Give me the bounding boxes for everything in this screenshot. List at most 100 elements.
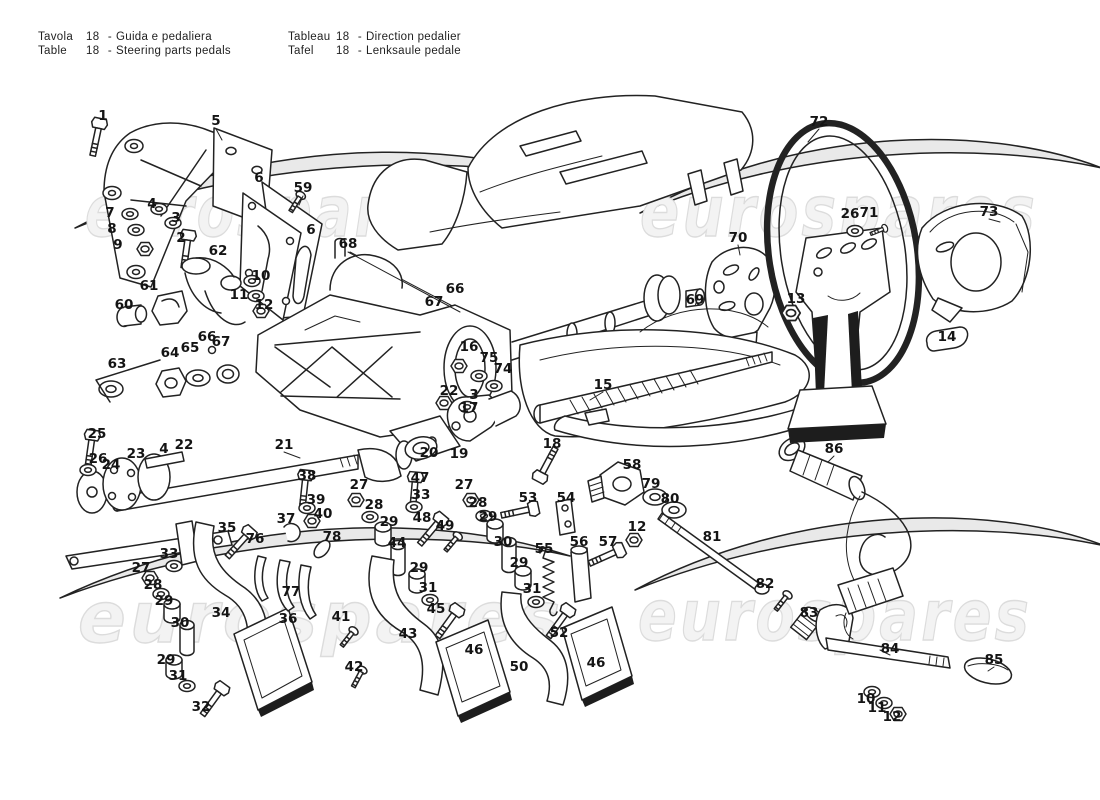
part-label-31: 31 [419, 580, 438, 596]
leader-lines [215, 128, 1001, 672]
part-label-74: 74 [494, 361, 513, 377]
caption-num: 18 [86, 31, 100, 43]
part-label-45: 45 [427, 601, 446, 617]
part-label-20: 20 [420, 445, 439, 461]
part-label-50: 50 [510, 659, 529, 675]
part-label-53: 53 [519, 490, 538, 506]
part-label-15: 15 [594, 377, 613, 393]
part-label-3: 3 [171, 210, 180, 226]
part-label-34: 34 [212, 605, 231, 621]
part-label-85: 85 [985, 652, 1004, 668]
part-label-29: 29 [380, 514, 399, 530]
part-label-37: 37 [277, 511, 296, 527]
caption-sep: - [357, 31, 363, 43]
pivot-bracket-and-bushings [116, 257, 270, 328]
caption-lang: Tafel [288, 45, 314, 57]
part-label-32: 32 [192, 699, 211, 715]
part-label-7: 7 [105, 205, 114, 221]
part-label-78: 78 [323, 529, 342, 545]
part-label-22: 22 [440, 383, 459, 399]
part-label-16: 16 [460, 339, 479, 355]
ignition-switch [778, 436, 912, 640]
part-label-18: 18 [543, 436, 562, 452]
part-label-28: 28 [144, 577, 163, 593]
part-label-39: 39 [307, 492, 326, 508]
caption-sep: - [107, 45, 113, 57]
spring-and-links [498, 498, 643, 617]
part-label-12: 12 [883, 709, 902, 725]
caption-lang: Tavola [38, 31, 74, 43]
caption-desc: Lenksaule pedale [366, 45, 461, 57]
part-label-11: 11 [230, 287, 249, 303]
part-label-36: 36 [279, 611, 298, 627]
part-label-40: 40 [314, 506, 333, 522]
part-label-29: 29 [510, 555, 529, 571]
part-label-28: 28 [365, 497, 384, 513]
part-label-48: 48 [413, 510, 432, 526]
part-label-70: 70 [729, 230, 748, 246]
part-label-8: 8 [107, 221, 116, 237]
part-label-59: 59 [294, 180, 313, 196]
part-label-52: 52 [550, 625, 569, 641]
part-label-1: 1 [98, 108, 107, 124]
part-label-49: 49 [436, 518, 455, 534]
part-label-82: 82 [756, 576, 775, 592]
part-label-35: 35 [218, 520, 237, 536]
bushing-row [95, 345, 240, 403]
part-label-25: 25 [88, 426, 107, 442]
part-label-2: 2 [176, 230, 185, 246]
part-label-46: 46 [465, 642, 484, 658]
part-label-65: 65 [181, 340, 200, 356]
part-label-22: 22 [175, 437, 194, 453]
caption-desc: Steering parts pedals [116, 45, 231, 57]
part-label-11: 11 [868, 700, 887, 716]
part-label-38: 38 [298, 468, 317, 484]
part-label-26: 26 [89, 451, 108, 467]
part-label-84: 84 [881, 641, 900, 657]
part-label-30: 30 [494, 534, 513, 550]
part-label-10: 10 [857, 691, 876, 707]
caption-lang: Tableau [288, 31, 331, 43]
part-label-58: 58 [623, 457, 642, 473]
part-label-14: 14 [938, 329, 957, 345]
part-label-60: 60 [115, 297, 134, 313]
caption-row: Tableau 18-Direction pedalier [288, 30, 461, 44]
part-label-24: 24 [102, 457, 121, 473]
support-plates [239, 181, 323, 321]
part-label-67: 67 [425, 294, 444, 310]
part-label-83: 83 [800, 605, 819, 621]
part-label-86: 86 [825, 441, 844, 457]
part-label-29: 29 [410, 560, 429, 576]
part-label-43: 43 [399, 626, 418, 642]
part-label-3: 3 [469, 387, 478, 403]
part-label-27: 27 [132, 560, 151, 576]
part-label-66: 66 [198, 329, 217, 345]
part-label-29: 29 [157, 652, 176, 668]
part-label-21: 21 [275, 437, 294, 453]
part-label-33: 33 [412, 487, 431, 503]
part-label-26: 26 [841, 206, 860, 222]
part-label-80: 80 [661, 491, 680, 507]
intermediate-shaft [76, 390, 521, 514]
caption-num: 18 [86, 45, 100, 57]
part-label-27: 27 [350, 477, 369, 493]
part-label-13: 13 [787, 291, 806, 307]
part-label-54: 54 [557, 490, 576, 506]
part-label-6: 6 [254, 170, 263, 186]
part-label-73: 73 [980, 204, 999, 220]
part-label-4: 4 [159, 441, 168, 457]
part-label-79: 79 [642, 476, 661, 492]
caption-desc: Direction pedalier [366, 31, 461, 43]
part-label-46: 46 [587, 655, 606, 671]
part-label-47: 47 [411, 470, 430, 486]
caption-num: 18 [336, 31, 350, 43]
caption-sep: - [107, 31, 113, 43]
part-label-64: 64 [161, 345, 180, 361]
lower-cowl-and-shaft [518, 308, 846, 448]
part-label-72: 72 [810, 114, 829, 130]
